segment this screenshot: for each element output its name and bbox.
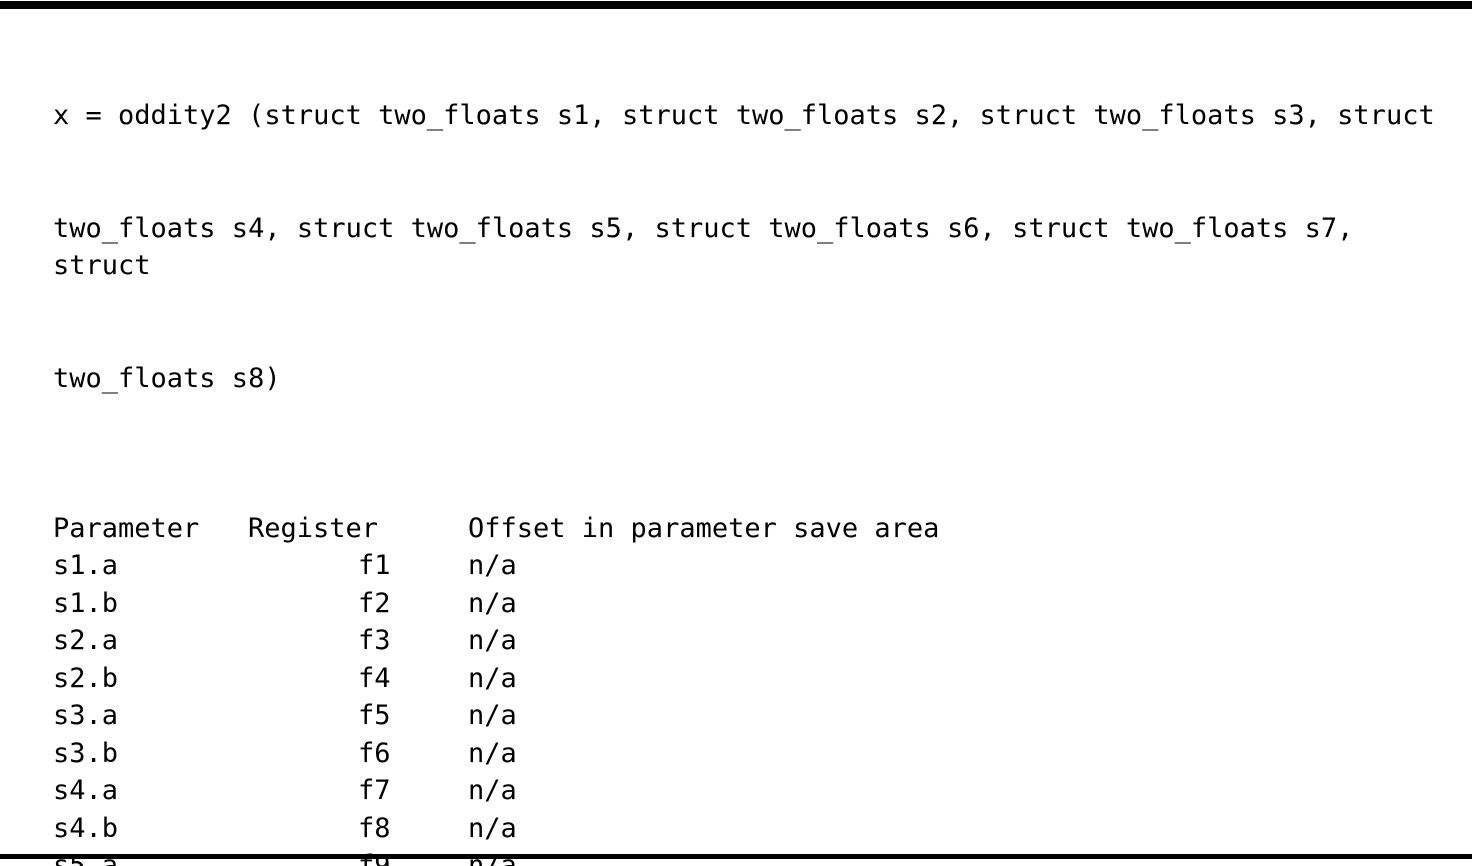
cell-parameter: s4.b — [53, 812, 119, 844]
cell-offset: n/a — [468, 662, 517, 694]
cell-offset: n/a — [468, 587, 517, 619]
table-row: s3.a f5 n/a — [53, 697, 1453, 735]
cell-parameter: s2.a — [53, 625, 119, 656]
cell-offset: n/a — [468, 550, 517, 581]
block-spacer — [53, 472, 1453, 510]
column-header-offset: Offset in parameter save area — [468, 512, 940, 544]
column-header-parameter: Parameter — [53, 512, 200, 544]
table-row: s3.b f6 n/a — [53, 735, 1453, 773]
cell-parameter: s4.a — [53, 775, 119, 806]
cell-parameter: s3.b — [53, 737, 119, 769]
table-row: s2.a f3 n/a — [53, 622, 1453, 660]
cell-parameter: s1.a — [53, 550, 119, 581]
cell-parameter: s3.a — [53, 700, 119, 731]
cell-register: f5 — [358, 700, 391, 731]
signature-line-1: x = oddity2 (struct two_floats s1, struc… — [53, 100, 1435, 131]
cell-offset: n/a — [468, 775, 517, 806]
table-row: s2.b f4 n/a — [53, 660, 1453, 698]
cell-register: f7 — [358, 775, 391, 806]
cell-parameter: s1.b — [53, 587, 119, 619]
top-rule-divider — [0, 1, 1472, 9]
table-row: s4.b f8 n/a — [53, 810, 1453, 848]
table-row: s1.a f1 n/a — [53, 547, 1453, 585]
signature-line-3: two_floats s8) — [53, 362, 281, 394]
signature-line-2: two_floats s4, struct two_floats s5, str… — [53, 212, 1370, 282]
table-row: s4.a f7 n/a — [53, 772, 1453, 810]
table-header-row: Parameter Register Offset in parameter s… — [53, 510, 1453, 548]
bottom-rule-divider — [0, 854, 1472, 859]
cell-register: f1 — [358, 550, 391, 581]
cell-parameter: s2.b — [53, 662, 119, 694]
cell-register: f2 — [358, 587, 391, 619]
cell-offset: n/a — [468, 812, 517, 844]
function-signature-block: x = oddity2 (struct two_floats s1, struc… — [53, 22, 1453, 472]
column-header-register: Register — [248, 512, 379, 544]
parameter-register-table: Parameter Register Offset in parameter s… — [53, 510, 1453, 866]
cell-offset: n/a — [468, 625, 517, 656]
table-row: s1.b f2 n/a — [53, 585, 1453, 623]
cell-register: f8 — [358, 812, 391, 844]
content-area: x = oddity2 (struct two_floats s1, struc… — [53, 22, 1453, 866]
cell-offset: n/a — [468, 700, 517, 731]
cell-offset: n/a — [468, 737, 517, 769]
cell-register: f6 — [358, 737, 391, 769]
cell-register: f4 — [358, 662, 391, 694]
cell-register: f3 — [358, 625, 391, 656]
